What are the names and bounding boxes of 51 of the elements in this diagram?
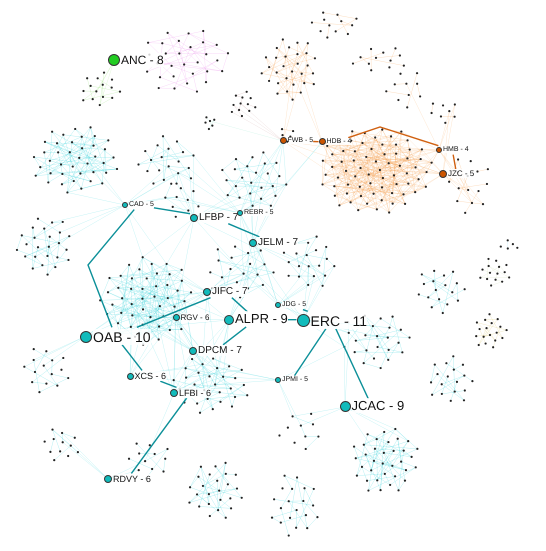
- connector-line: [313, 140, 319, 142]
- hub-node: [439, 169, 474, 179]
- hub-node: [189, 344, 242, 357]
- node-label: RGV - 6: [180, 313, 210, 322]
- hub-node: [275, 300, 306, 310]
- node-label: RDVY - 6: [113, 474, 151, 484]
- connector-line: [130, 398, 188, 474]
- connector-line: [222, 326, 247, 346]
- node-label: DPCM - 7: [198, 344, 242, 356]
- connector-line: [121, 344, 143, 371]
- connector-line: [87, 209, 135, 328]
- connector-line: [288, 318, 296, 320]
- hub-node: [280, 136, 314, 146]
- hub-node: [80, 327, 151, 345]
- node-label: JCAC - 9: [352, 398, 404, 414]
- node-label: LFBP - 7: [199, 212, 238, 223]
- hub-node: [275, 376, 308, 385]
- connector-line: [160, 380, 177, 388]
- node-label: LFBI - 6: [179, 388, 212, 398]
- connector-line: [452, 154, 456, 170]
- hub-node: [436, 146, 469, 155]
- hub-node: [126, 370, 166, 382]
- node-label: JELM - 7: [258, 236, 298, 248]
- connector-line: [348, 126, 439, 146]
- node-label: ERC - 11: [310, 312, 368, 329]
- hub-node: [122, 200, 154, 210]
- hub-node: [104, 473, 151, 484]
- node-label: JZC - 5: [448, 169, 474, 178]
- hub-node: [172, 313, 210, 323]
- node-label: ALPR - 9: [235, 311, 288, 326]
- node-label: XCS - 6: [134, 370, 166, 381]
- hub-node: [190, 212, 238, 224]
- node-label: OAB - 10: [93, 328, 151, 345]
- hub-node: [296, 311, 368, 329]
- hub-node: [237, 208, 274, 218]
- hub-node: [249, 236, 298, 249]
- hub-node: [340, 398, 404, 414]
- connector-line: [335, 328, 370, 400]
- connector-line: [136, 297, 211, 328]
- node-label: ANC - 8: [121, 52, 164, 67]
- connector-line: [228, 223, 260, 238]
- node-label: JIFC - 7: [212, 286, 248, 297]
- connector-line: [154, 207, 190, 214]
- connector-line: [302, 308, 308, 312]
- hub-node: [318, 138, 352, 147]
- hub-node: [170, 387, 212, 398]
- hub-node: [203, 286, 248, 298]
- connector-line: [294, 328, 327, 376]
- hub-node: [224, 312, 288, 327]
- hub-node: [108, 54, 164, 68]
- connector-line: [231, 297, 248, 312]
